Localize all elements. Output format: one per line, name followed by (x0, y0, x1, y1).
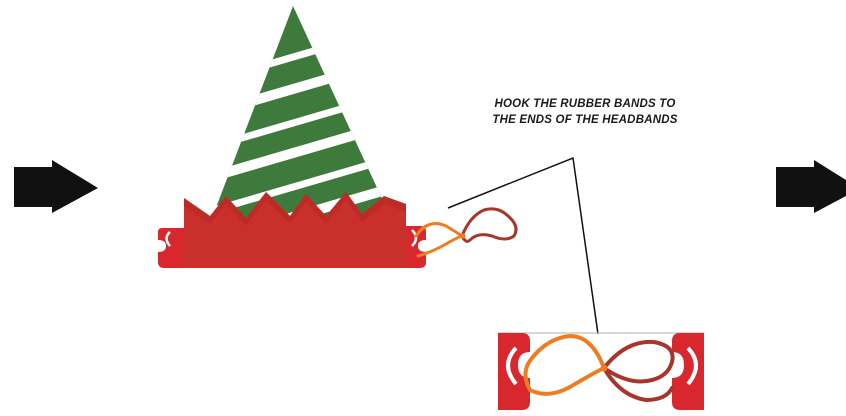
detail-inset (498, 333, 704, 410)
arrow-right-icon (776, 160, 846, 213)
instruction-line-2: THE ENDS OF THE HEADBANDS (470, 112, 700, 128)
headband-tab-left (158, 228, 188, 268)
callout-lines (448, 158, 598, 334)
instruction-caption: HOOK THE RUBBER BANDS TO THE ENDS OF THE… (470, 96, 700, 128)
arrow-right-icon (14, 160, 98, 213)
rubber-band (416, 209, 516, 256)
instruction-line-1: HOOK THE RUBBER BANDS TO (470, 96, 700, 112)
